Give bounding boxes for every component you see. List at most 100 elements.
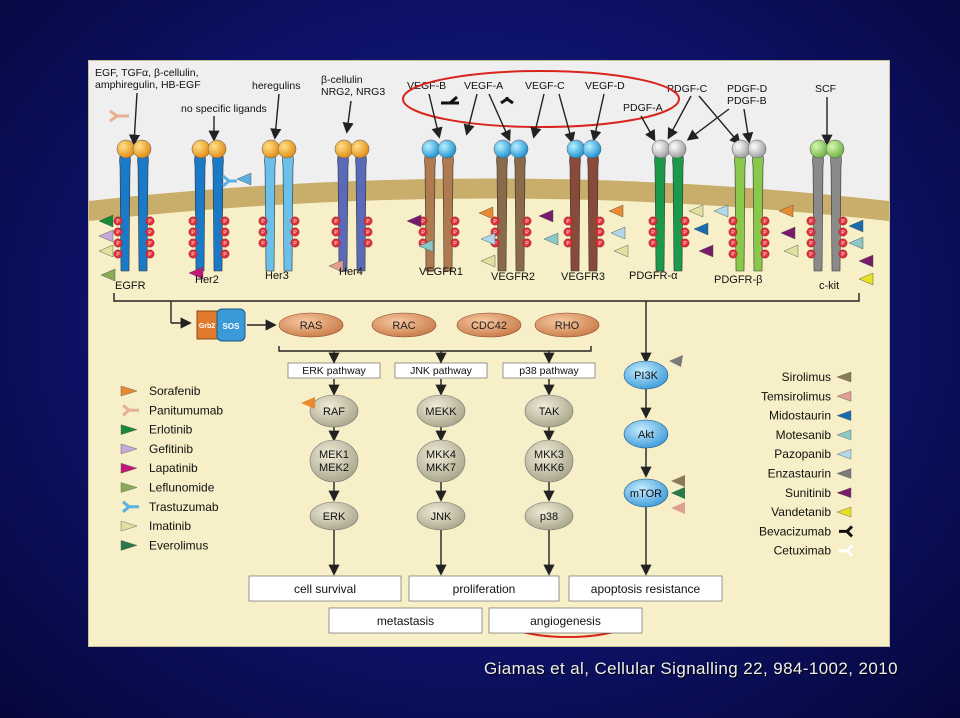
outcome-box — [568, 575, 723, 602]
legend-label: Midostaurin — [769, 409, 831, 423]
pathway-node-label: MKK3 — [534, 449, 564, 461]
receptor-chain — [337, 148, 349, 272]
legend-item: Vandetanib — [771, 505, 852, 519]
phospho-site — [220, 216, 230, 226]
phospho-site — [450, 238, 460, 248]
phospho-label: P — [651, 219, 655, 225]
legend-swatch — [120, 443, 138, 455]
legend-item: Gefitinib — [120, 442, 193, 456]
pathway-title-erk: ERK pathway — [302, 365, 366, 377]
phospho-label: P — [493, 219, 497, 225]
legend-label: Imatinib — [149, 519, 191, 533]
pathway-node-label: JNK — [431, 511, 452, 523]
phospho-label: P — [261, 219, 265, 225]
ligand-vegf-d: VEGF-D — [585, 80, 625, 92]
drug-mark — [188, 266, 204, 280]
legend-right: SirolimusTemsirolimusMidostaurinMotesani… — [759, 370, 854, 558]
phospho-label: P — [148, 230, 152, 236]
legend-item: Panitumumab — [122, 403, 223, 417]
pi3k-drug-mark — [669, 355, 683, 367]
phospho-label: P — [841, 230, 845, 236]
receptor-label-7: PDGFR-α — [629, 270, 678, 282]
receptor-label-0: EGFR — [115, 280, 146, 292]
phospho-label: P — [731, 230, 735, 236]
phospho-label: P — [191, 252, 195, 258]
receptor-chain — [424, 148, 436, 272]
legend-swatch — [836, 429, 852, 441]
membrane-bracket — [113, 293, 860, 364]
phospho-site — [522, 216, 532, 226]
sos-label: SOS — [223, 322, 241, 331]
phospho-label: P — [116, 252, 120, 258]
ligand-vegf-b: VEGF-B — [407, 80, 446, 92]
gtpase-node — [371, 312, 437, 338]
phospho-site — [258, 216, 268, 226]
receptor-chain — [654, 148, 666, 272]
ligand-arrows — [128, 92, 833, 146]
ligand-ball — [421, 139, 441, 159]
phospho-label: P — [453, 241, 457, 247]
outcome-label-3: metastasis — [377, 614, 434, 628]
phospho-site — [680, 216, 690, 226]
receptor-chain — [569, 148, 581, 272]
receptor-chain — [672, 148, 684, 272]
drug-mark — [780, 226, 796, 240]
pathway-node-label: MKK7 — [426, 462, 456, 474]
phospho-label: P — [651, 241, 655, 247]
phospho-site — [728, 249, 738, 259]
drug-mark — [236, 172, 252, 186]
pathway-node-label: MEKK — [425, 406, 457, 418]
phospho-label: P — [566, 230, 570, 236]
drug-mark — [98, 244, 114, 258]
legend-item: Lapatinib — [120, 461, 198, 475]
outcome-box — [248, 575, 402, 602]
ligand-ball — [277, 139, 297, 159]
phospho-site — [595, 216, 605, 226]
drug-mark — [688, 204, 704, 218]
drug-mark — [98, 214, 114, 228]
phospho-label: P — [683, 241, 687, 247]
phospho-site — [220, 238, 230, 248]
pathway-node-label: MKK6 — [534, 462, 564, 474]
phospho-site — [220, 227, 230, 237]
phospho-site — [680, 238, 690, 248]
pathway-node-label: RAF — [323, 406, 345, 418]
drug-mark — [698, 244, 714, 258]
pathway-node — [309, 439, 359, 483]
phospho-site — [522, 238, 532, 248]
legend-swatch — [836, 468, 852, 479]
phospho-label: P — [809, 241, 813, 247]
outcome-box — [408, 575, 560, 602]
signaling-diagram: EGF, TGFα, β-cellulin, amphiregulin, HB-… — [88, 60, 890, 647]
phospho-label: P — [841, 252, 845, 258]
ligand-ball — [191, 139, 211, 159]
pathway-node-label: MEK2 — [319, 462, 349, 474]
mtor-drug-mark — [671, 475, 685, 487]
ligand-ball — [493, 139, 513, 159]
phospho-label: P — [366, 230, 370, 236]
phospho-label: P — [525, 241, 529, 247]
drug-mark — [543, 232, 559, 246]
phospho-label: P — [731, 219, 735, 225]
phospho-label: P — [683, 230, 687, 236]
phospho-site — [145, 238, 155, 248]
phospho-label: P — [841, 219, 845, 225]
legend-item: Sirolimus — [782, 370, 852, 384]
outcome-label-2: apoptosis resistance — [591, 582, 701, 596]
phospho-site — [363, 216, 373, 226]
ligand-ball — [582, 139, 602, 159]
phospho-label: P — [116, 219, 120, 225]
phospho-site — [806, 249, 816, 259]
phospho-label: P — [525, 219, 529, 225]
phospho-label: P — [809, 230, 813, 236]
grb2-sos-complex: Grb2 SOS — [196, 308, 246, 342]
phospho-site — [563, 238, 573, 248]
drug-mark — [478, 206, 494, 220]
